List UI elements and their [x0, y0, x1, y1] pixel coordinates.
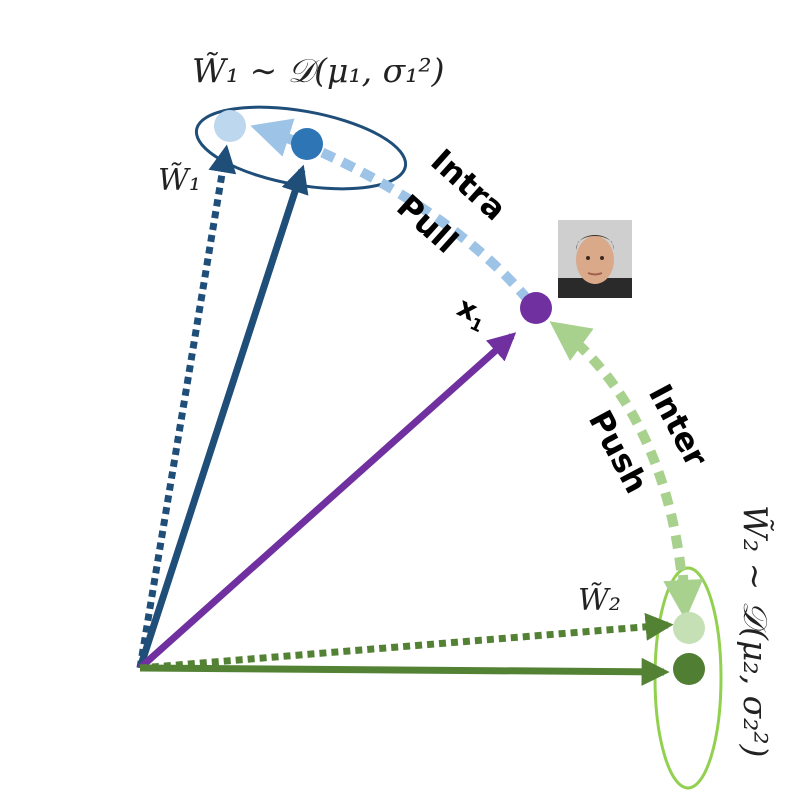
sample-point [520, 292, 552, 324]
class2-mean-point [673, 653, 705, 685]
class1-mean-weight-arrow [136, 164, 309, 670]
class1-sampled-weight-arrow [136, 144, 237, 669]
class1-sampled-weight-label: W̃₁ [158, 163, 201, 198]
sample-label: x1 [451, 290, 494, 336]
class1-distribution-label: W̃₁ ∼ 𝒟(μ₁, σ₁²) [192, 51, 445, 90]
face-photo-icon [558, 220, 632, 298]
push-label: Push [581, 404, 656, 500]
intra-pull-arrow [250, 118, 532, 304]
class2-mean-weight-arrow [139, 657, 670, 686]
class2-distribution-label: W̃₂ ∼ 𝒟(μ₂, σ₂²) [736, 505, 775, 758]
sample-feature-arrow [137, 332, 517, 671]
class1-mean-point [291, 128, 323, 160]
class2-sampled-weight-label: W̃₂ [578, 583, 621, 618]
inter-push-arrow [549, 321, 688, 593]
push-to-sample-arrow [663, 574, 704, 620]
class2-sampled-weight-arrow [139, 612, 674, 672]
class2-sampled-point [673, 612, 705, 644]
class1-sampled-point [214, 110, 246, 142]
